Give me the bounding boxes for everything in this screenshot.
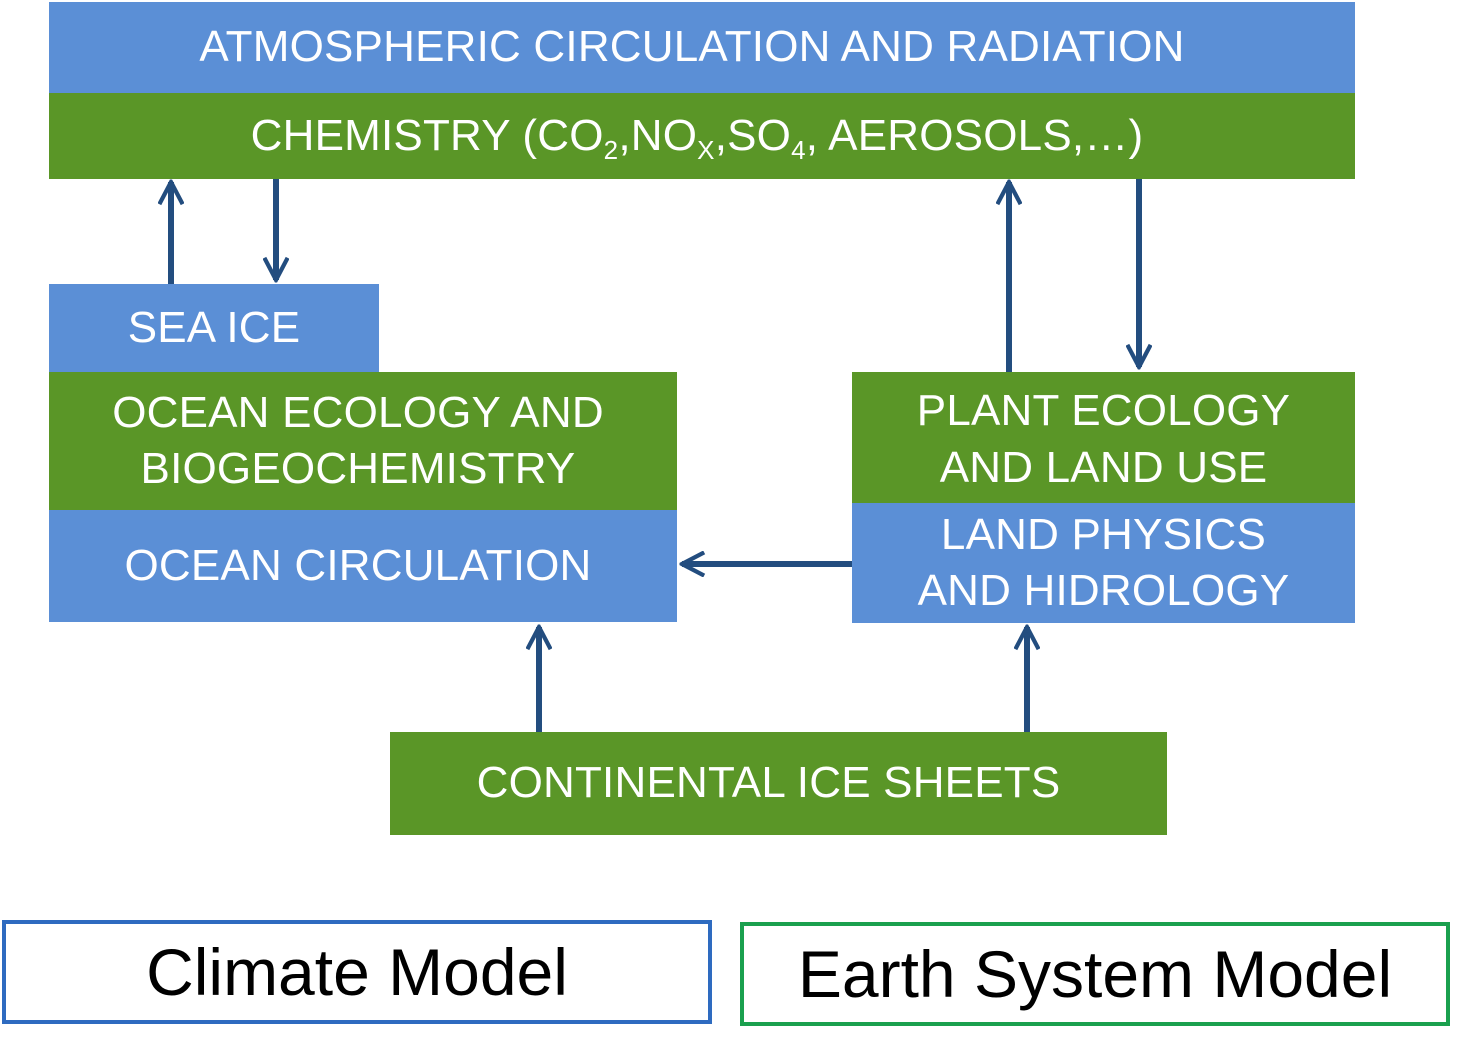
land-physics-box: LAND PHYSICS AND HIDROLOGY [852,503,1355,623]
chemistry-box: CHEMISTRY (CO2,NOX,SO4, AEROSOLS,…) [49,93,1355,179]
continental-ice-sheets-box: CONTINENTAL ICE SHEETS [390,732,1167,835]
ocean-circulation-label: OCEAN CIRCULATION [124,540,592,590]
ocean-ecology-box: OCEAN ECOLOGY AND BIOGEOCHEMISTRY [49,372,677,510]
atmospheric-circulation-box: ATMOSPHERIC CIRCULATION AND RADIATION [49,2,1355,93]
plant-ecology-line-2: AND LAND USE [939,442,1268,492]
nox-subscript: X [697,134,715,165]
legend-earth-system-model-label: Earth System Model [797,937,1393,1011]
legend-climate-model: Climate Model [2,920,712,1024]
chemistry-label: CHEMISTRY (CO2,NOX,SO4, AEROSOLS,…) [251,108,1144,164]
legend-climate-model-label: Climate Model [146,935,568,1009]
chemistry-text-suffix: , AEROSOLS,…) [805,110,1144,160]
chemistry-text-prefix: CHEMISTRY (CO [250,110,604,160]
continental-ice-sheets-label: CONTINENTAL ICE SHEETS [476,758,1061,808]
atmospheric-circulation-label: ATMOSPHERIC CIRCULATION AND RADIATION [199,22,1185,72]
chemistry-text-so: ,SO [714,110,792,160]
so4-subscript: 4 [791,134,806,165]
ocean-ecology-line-2: BIOGEOCHEMISTRY [140,444,576,493]
legend-earth-system-model: Earth System Model [740,922,1450,1026]
sea-ice-label: SEA ICE [127,302,301,352]
land-physics-line-1: LAND PHYSICS [940,509,1267,559]
plant-ecology-line-1: PLANT ECOLOGY [916,386,1291,436]
plant-ecology-box: PLANT ECOLOGY AND LAND USE [852,372,1355,503]
co2-subscript: 2 [603,134,619,165]
ocean-circulation-box: OCEAN CIRCULATION [49,510,677,622]
land-physics-line-2: AND HIDROLOGY [917,566,1290,615]
sea-ice-box: SEA ICE [49,284,379,372]
chemistry-text-no: ,NO [618,110,698,160]
ocean-ecology-line-1: OCEAN ECOLOGY AND [112,387,604,437]
